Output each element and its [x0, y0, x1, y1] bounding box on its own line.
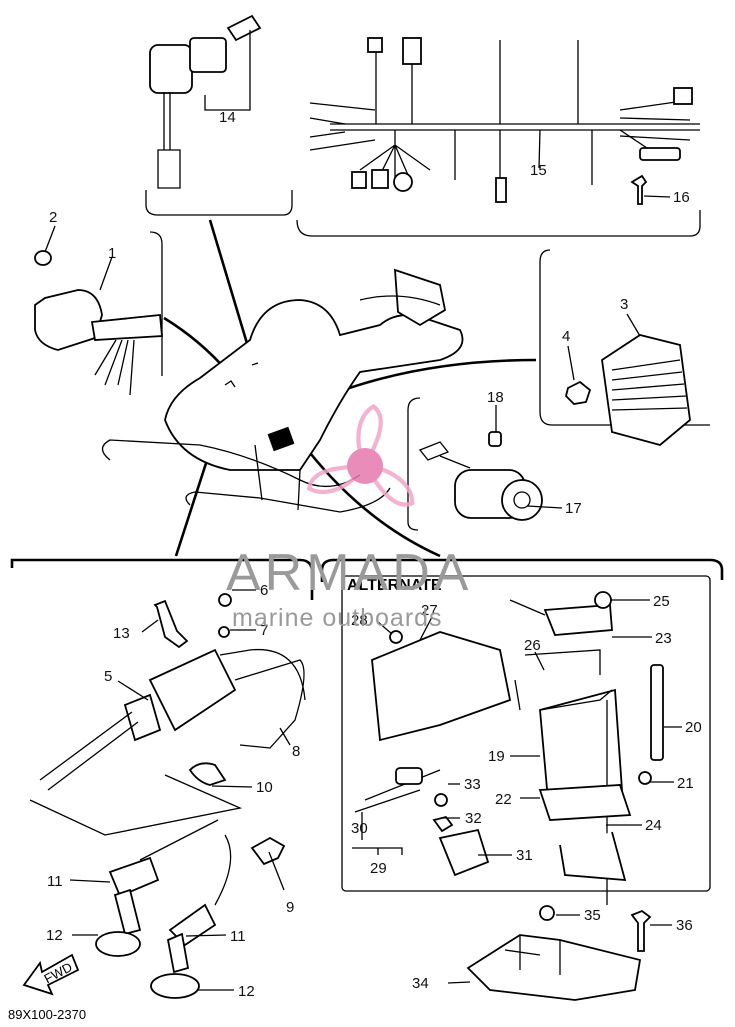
battery-bracket-34	[466, 905, 652, 1001]
fwd-label: FWD	[42, 959, 75, 986]
callout-12-right: 12	[238, 983, 255, 1000]
small-parts-alt	[389, 591, 652, 833]
right-mid-bracket	[539, 249, 710, 426]
cdi-unit	[34, 250, 163, 396]
callout-27: 27	[421, 602, 438, 619]
callout-11-right: 11	[230, 928, 246, 945]
callout-leaders	[44, 129, 682, 991]
callout-15: 15	[530, 162, 547, 179]
callout-7: 7	[260, 622, 268, 639]
propeller-blade	[360, 463, 415, 507]
callout-35: 35	[584, 907, 601, 924]
small-bolt-16	[630, 174, 648, 205]
callout-8: 8	[292, 743, 300, 760]
propeller-blade	[356, 403, 383, 471]
spark-plug-caps	[95, 819, 286, 999]
bottom-left-frame	[10, 558, 314, 600]
alternate-box	[341, 575, 711, 892]
callout-29: 29	[370, 860, 387, 877]
top-right-bracket	[296, 210, 701, 237]
callout-25: 25	[653, 593, 670, 610]
watermark-logo	[306, 403, 415, 507]
callout-24: 24	[645, 817, 662, 834]
plug-wire-bracket	[29, 774, 243, 836]
callout-30: 30	[351, 820, 368, 837]
main-switch	[149, 14, 262, 189]
starter-motor	[418, 431, 543, 521]
callout-16: 16	[673, 189, 690, 206]
callout-26: 26	[524, 637, 541, 654]
leader-ignition	[208, 219, 254, 361]
battery-assembly	[371, 599, 664, 905]
callout-32: 32	[465, 810, 482, 827]
relay-31	[438, 828, 490, 877]
watermark-brand-text: ARMADA	[226, 544, 472, 602]
callout-13: 13	[113, 625, 130, 642]
callout-36: 36	[676, 917, 693, 934]
fwd-arrow: FWD	[22, 953, 80, 996]
callout-34: 34	[412, 975, 429, 992]
callout-12-left: 12	[46, 927, 63, 944]
callout-22: 22	[495, 791, 512, 808]
snowmobile-outline	[101, 268, 464, 513]
callout-2: 2	[49, 209, 57, 226]
drawing-code: 89X100-2370	[8, 1007, 86, 1022]
left-mid-bracket	[149, 231, 163, 376]
callout-11-left: 11	[47, 873, 63, 890]
callout-3: 3	[620, 296, 628, 313]
bottom-right-frame	[320, 558, 724, 582]
top-left-bracket	[145, 190, 293, 216]
callout-6: 6	[260, 582, 268, 599]
leader-battery	[298, 439, 441, 558]
callout-28: 28	[351, 612, 368, 629]
callout-23: 23	[655, 630, 672, 647]
callout-33: 33	[464, 776, 481, 793]
propeller-blade	[306, 463, 370, 494]
propeller-hub	[347, 448, 383, 484]
callout-21: 21	[677, 775, 694, 792]
callout-9: 9	[286, 899, 294, 916]
callout-4: 4	[562, 328, 570, 345]
wire-harness	[309, 37, 700, 203]
callout-17: 17	[565, 500, 582, 517]
callout-5: 5	[104, 668, 112, 685]
watermark-tagline: marine outboards	[232, 604, 443, 632]
callout-20: 20	[685, 719, 702, 736]
callout-1: 1	[108, 245, 116, 262]
starter-bracket	[407, 397, 421, 531]
ignition-coil	[39, 593, 306, 791]
callout-19: 19	[488, 748, 505, 765]
section-title-alternate: ALTERNATE	[347, 577, 442, 594]
callout-14: 14	[219, 109, 236, 126]
harness-alternate-29	[354, 767, 441, 813]
rectifier-regulator	[565, 334, 691, 446]
callout-31: 31	[516, 847, 533, 864]
callout-10: 10	[256, 779, 273, 796]
callout-18: 18	[487, 389, 504, 406]
